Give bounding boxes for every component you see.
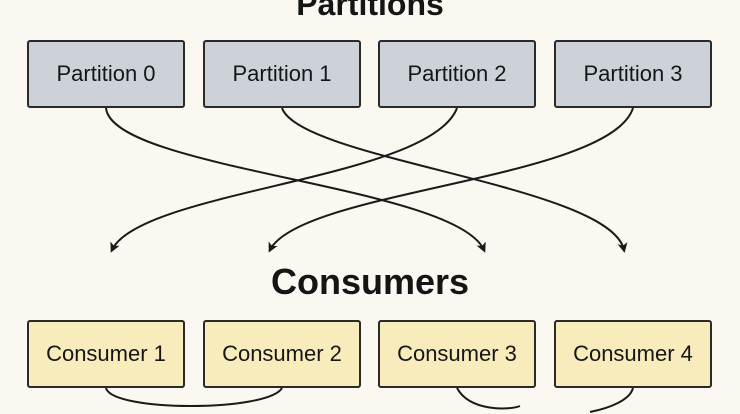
partition-1-box: Partition 1: [203, 40, 361, 108]
consumer-4-box: Consumer 4: [554, 320, 712, 388]
arrow-partition-2-to-consumer-1: [110, 107, 458, 253]
arrow-partition-3-to-consumer-2: [268, 107, 634, 253]
lower-connector-right: [456, 387, 521, 410]
partition-0-box: Partition 0: [27, 40, 185, 108]
consumers-title: Consumers: [270, 261, 470, 302]
arrow-partition-1-to-consumer-4: [281, 107, 628, 253]
partitions-title: Partitions: [296, 0, 444, 22]
consumer-3-box: Consumer 3: [378, 320, 536, 388]
lower-connector-left: [105, 387, 283, 407]
consumer-1-box: Consumer 1: [27, 320, 185, 388]
partition-2-box: Partition 2: [378, 40, 536, 108]
lower-connector-far-right: [589, 387, 634, 413]
partition-3-box: Partition 3: [554, 40, 712, 108]
arrow-partition-0-to-consumer-3: [105, 107, 486, 253]
consumer-2-box: Consumer 2: [203, 320, 361, 388]
